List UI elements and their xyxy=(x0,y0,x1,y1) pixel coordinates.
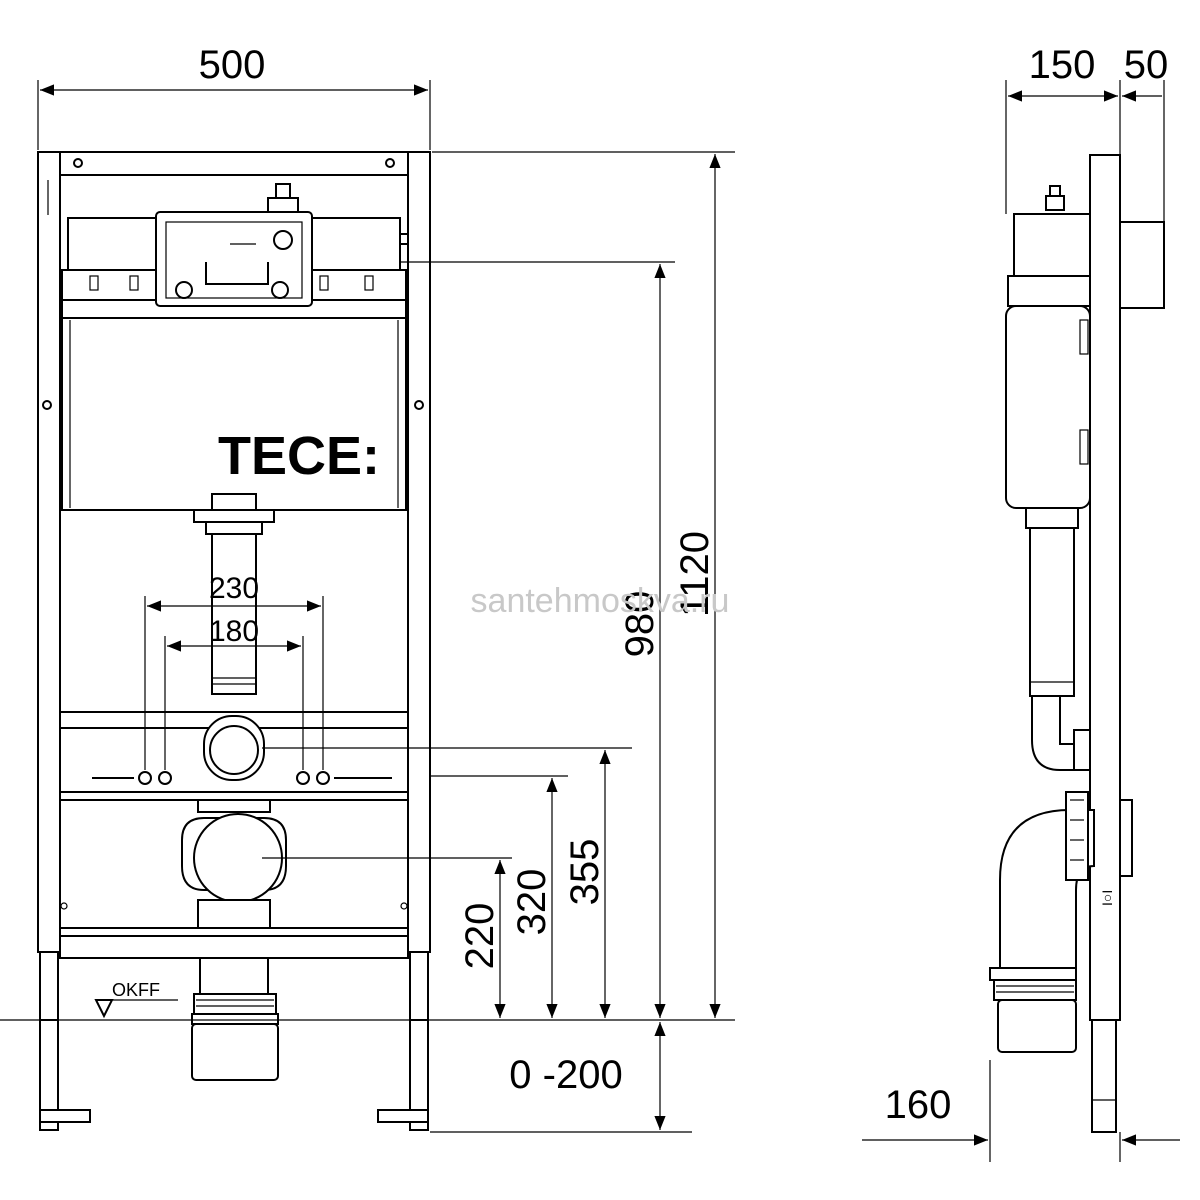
dimension-180: 180 xyxy=(209,615,259,648)
svg-text:I○I: I○I xyxy=(1099,890,1115,906)
flush-pipe xyxy=(211,533,257,695)
dimension-depth-160: 160 xyxy=(885,1083,952,1127)
mount-hole xyxy=(158,771,172,785)
left-leg xyxy=(39,951,59,1021)
dimension-depth-150: 150 xyxy=(1029,43,1096,87)
drain-pipe xyxy=(191,1023,279,1081)
brand-logo: TECE: xyxy=(218,426,380,486)
right-frame-rail xyxy=(407,151,431,953)
left-frame-rail xyxy=(37,151,61,953)
dimension-floor-adjust: 0 -200 xyxy=(509,1053,622,1097)
mount-hole xyxy=(316,771,330,785)
side-leg xyxy=(1091,1019,1117,1133)
dimension-1120: 1120 xyxy=(673,531,717,617)
dimension-depth-50: 50 xyxy=(1124,43,1169,87)
dimension-width: 500 xyxy=(199,43,266,87)
flush-outlet xyxy=(209,725,259,775)
cistern-body xyxy=(61,317,407,511)
side-cistern xyxy=(1005,305,1091,509)
side-frame-panel xyxy=(1089,154,1121,1021)
mount-hole xyxy=(138,771,152,785)
dimension-230: 230 xyxy=(209,572,259,605)
right-leg xyxy=(409,951,429,1021)
side-view: I○I 150 50 160 xyxy=(862,43,1180,1162)
flush-plate xyxy=(1119,221,1165,309)
valve-box xyxy=(155,211,313,307)
right-foot xyxy=(377,1109,429,1123)
mount-hole xyxy=(296,771,310,785)
front-view: TECE: xyxy=(0,43,735,1133)
side-drain-pipe xyxy=(997,999,1077,1053)
watermark: santehmoskva.ru xyxy=(471,582,730,620)
dimension-220: 220 xyxy=(458,903,502,970)
dimension-355: 355 xyxy=(563,839,607,906)
side-flush-pipe xyxy=(1029,527,1075,697)
dimension-320: 320 xyxy=(510,869,554,936)
dimension-980: 980 xyxy=(618,591,662,658)
floor-marker-label: OKFF xyxy=(112,980,160,1000)
left-foot xyxy=(39,1109,91,1123)
